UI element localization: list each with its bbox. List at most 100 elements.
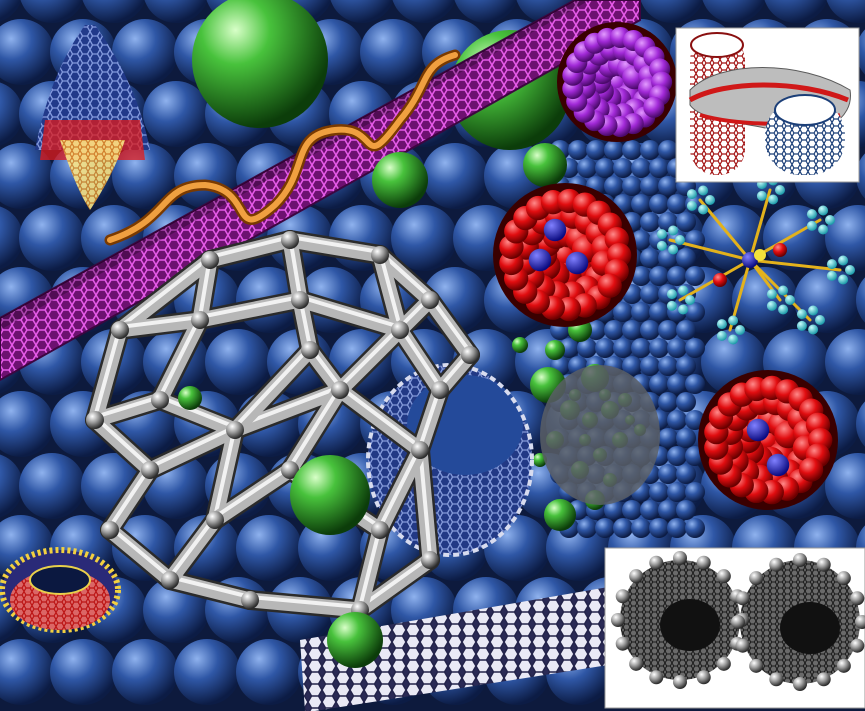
carbon-atom — [678, 304, 689, 315]
blue-atom — [543, 218, 567, 242]
purple-fullerene — [557, 22, 677, 142]
blue-sphere — [205, 329, 271, 395]
end-atom — [673, 551, 687, 565]
blue-atom — [528, 248, 552, 272]
blue-sphere — [631, 338, 651, 358]
blue-sphere — [19, 453, 85, 519]
blue-sphere — [577, 158, 597, 178]
cage-joint — [431, 381, 449, 399]
carbon-atom — [768, 194, 779, 205]
carbon-atom — [716, 330, 727, 341]
end-atom — [749, 658, 764, 673]
cage-rod — [102, 522, 178, 588]
green-sphere — [523, 143, 567, 187]
blue-sphere — [685, 338, 705, 358]
cage-joint — [371, 521, 389, 539]
blue-sphere — [676, 464, 696, 484]
blue-sphere — [631, 302, 651, 322]
blue-sphere — [604, 320, 624, 340]
end-atom — [696, 670, 711, 685]
nanotorus — [0, 547, 121, 633]
blue-sphere — [613, 338, 633, 358]
blue-sphere — [640, 212, 660, 232]
green-sphere — [372, 152, 428, 208]
blue-sphere — [613, 158, 633, 178]
blue-sphere — [640, 140, 660, 160]
blue-sphere — [667, 374, 687, 394]
blue-sphere — [658, 428, 678, 448]
cage-rod-highlight — [108, 525, 172, 579]
cage-rod — [282, 232, 388, 263]
carbon-atom — [796, 309, 807, 320]
blue-sphere — [604, 140, 624, 160]
blue-sphere — [640, 320, 660, 340]
blue-sphere — [676, 356, 696, 376]
end-atom — [716, 569, 731, 584]
cage-rod — [112, 252, 218, 338]
cage-joint — [301, 341, 319, 359]
blue-sphere — [676, 428, 696, 448]
blue-sphere — [676, 248, 696, 268]
blue-sphere — [658, 464, 678, 484]
blue-sphere — [0, 391, 54, 457]
oxygen-atom — [773, 243, 787, 257]
carbon-atom — [785, 295, 795, 305]
cage-rod — [352, 552, 438, 618]
blue-sphere — [640, 500, 660, 520]
blue-sphere — [658, 356, 678, 376]
blue-sphere — [649, 302, 669, 322]
blue-sphere — [622, 500, 642, 520]
carbon-atom — [766, 289, 777, 300]
grey-fullerene-cage — [85, 230, 480, 620]
cage-joint — [201, 251, 219, 269]
carbon-atom — [775, 185, 785, 195]
end-atom — [816, 557, 831, 572]
blue-sphere — [676, 320, 696, 340]
blue-sphere — [577, 338, 597, 358]
carbon-atom — [668, 244, 679, 255]
large-green-sphere — [192, 0, 328, 128]
cage-rod-highlight — [158, 315, 202, 399]
grey-disc — [540, 365, 660, 505]
cage-rod-highlight — [298, 295, 402, 329]
blue-sphere — [649, 374, 669, 394]
blue-sphere — [732, 267, 798, 333]
carbon-atom — [818, 224, 829, 235]
end-atom — [769, 557, 784, 572]
carbon-atom — [808, 324, 819, 335]
blue-sphere — [640, 284, 660, 304]
carbon-atom — [796, 320, 807, 331]
cage-rod-highlight — [358, 525, 382, 609]
cage-joint — [151, 391, 169, 409]
cage-rod-highlight — [288, 385, 342, 469]
carbon-atom — [678, 285, 689, 296]
blue-sphere — [595, 158, 615, 178]
blue-atom — [766, 453, 790, 477]
cage-rod-highlight — [213, 465, 292, 519]
cage-joint — [281, 461, 299, 479]
blue-sphere — [667, 446, 687, 466]
blue-sphere — [667, 266, 687, 286]
blue-sphere — [174, 639, 240, 705]
cage-joint — [371, 246, 389, 264]
blue-sphere — [613, 302, 633, 322]
blue-sphere — [568, 140, 588, 160]
carbon-atom — [818, 205, 829, 216]
cage-joint — [206, 511, 224, 529]
blue-sphere — [0, 454, 23, 518]
blue-sphere — [577, 518, 597, 538]
end-atom — [696, 555, 711, 570]
blue-sphere — [640, 0, 704, 23]
cage-rod-highlight — [168, 515, 217, 579]
blue-sphere — [856, 401, 865, 447]
blue-sphere — [112, 19, 178, 85]
cage-rod — [227, 342, 318, 438]
carbon-atom — [705, 195, 715, 205]
atom — [597, 273, 622, 298]
blue-sphere — [0, 82, 23, 146]
carbon-atom — [808, 305, 819, 316]
green-sphere — [544, 499, 576, 531]
carbon-atom — [668, 225, 679, 236]
blue-sphere — [622, 176, 642, 196]
blue-atom — [746, 418, 770, 442]
